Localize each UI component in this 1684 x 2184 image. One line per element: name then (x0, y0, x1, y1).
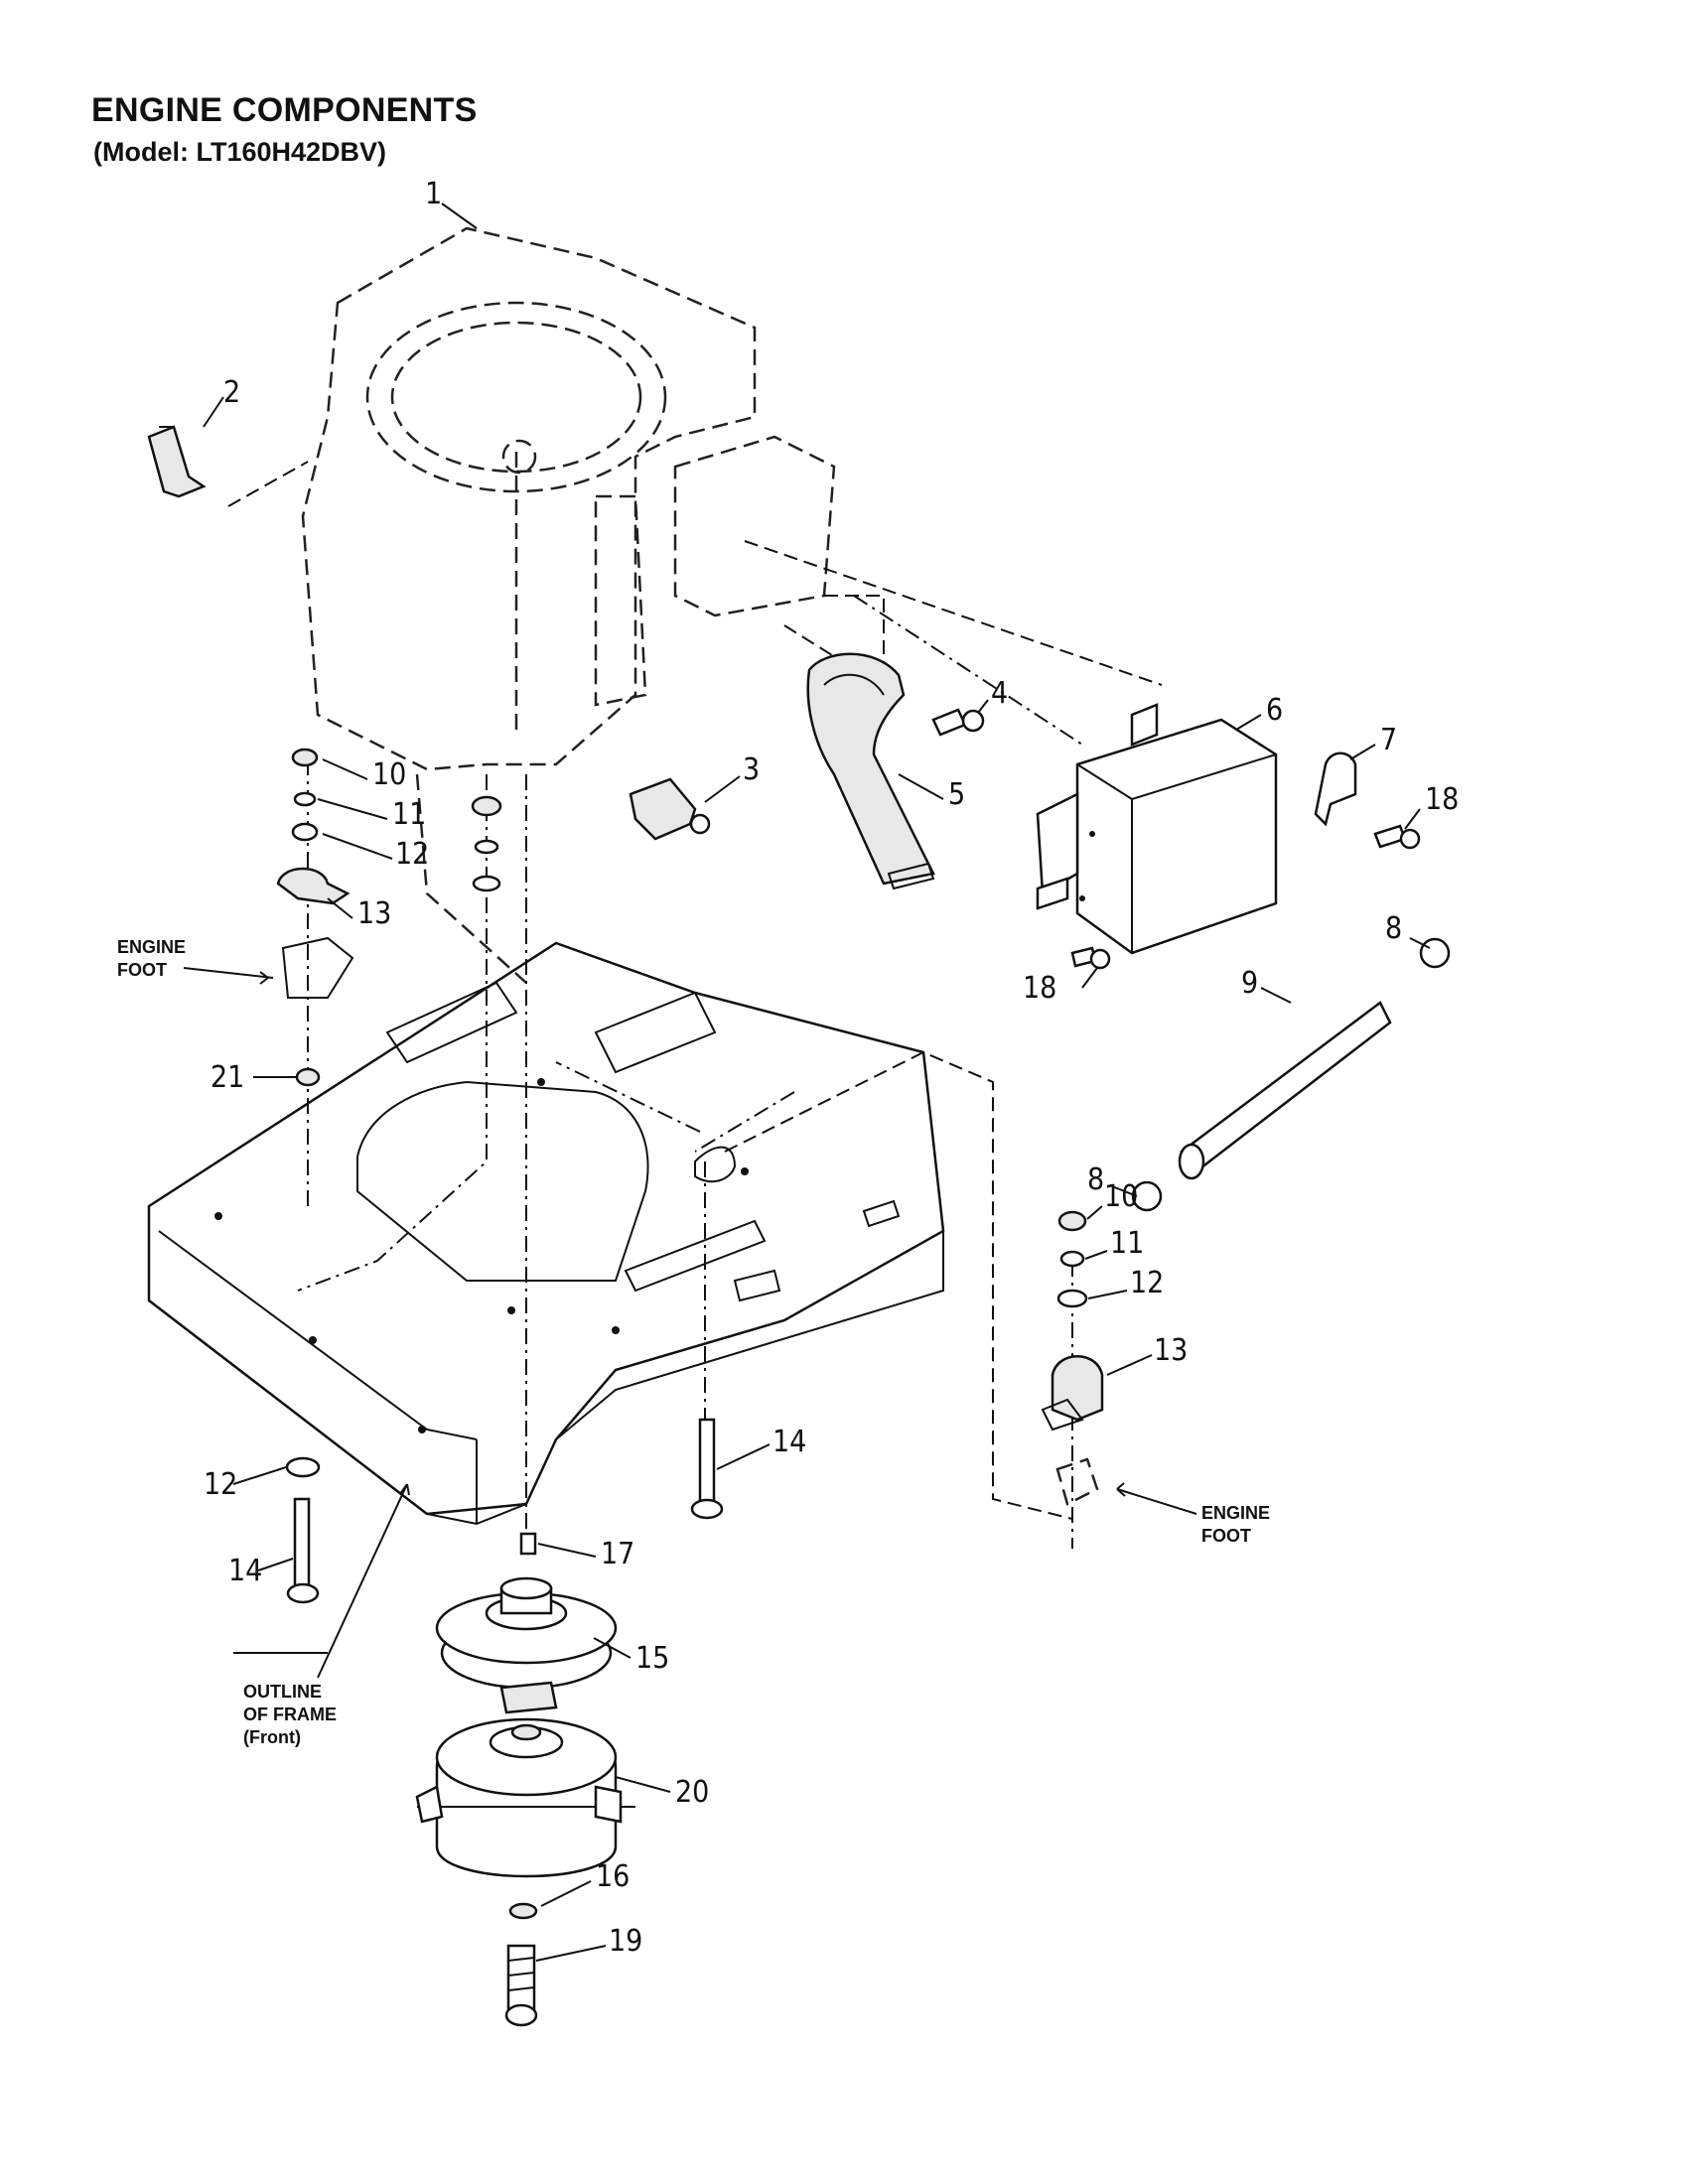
outline-frame-line1: OUTLINE (243, 1682, 322, 1702)
callout-8-bottom: 8 (1087, 1162, 1104, 1197)
part-16-washer (508, 1902, 538, 1920)
part-14-bolt-right (690, 1418, 724, 1520)
part-3-fitting (629, 777, 711, 841)
part-15-pulley (435, 1576, 618, 1690)
part-2-bracket (147, 425, 207, 498)
callout-11-right: 11 (1110, 1226, 1144, 1261)
engine-phantom (301, 226, 836, 984)
part-8-clamp-top (1419, 937, 1451, 969)
callout-12-left: 12 (395, 837, 429, 872)
callout-9: 9 (1241, 966, 1258, 1001)
model-subtitle: (Model: LT160H42DBV) (93, 137, 387, 167)
callout-13-left: 13 (357, 896, 391, 931)
callout-1: 1 (425, 177, 442, 211)
part-stack-left (276, 748, 502, 1087)
callout-13-right: 13 (1154, 1333, 1188, 1368)
captions: ENGINE FOOT ENGINE FOOT OUTLINE OF FRAME… (117, 937, 1270, 1747)
engine-foot-left-line1: ENGINE (117, 937, 186, 957)
page-title: ENGINE COMPONENTS (91, 91, 478, 129)
outline-frame-line3: (Front) (243, 1727, 301, 1747)
callout-12-frame: 12 (204, 1467, 237, 1502)
part-6-muffler (1036, 703, 1278, 955)
leader-lines (183, 203, 1431, 1962)
callout-16: 16 (596, 1859, 630, 1894)
callout-numbers: 1 2 3 4 5 6 7 18 18 8 9 8 10 11 12 13 21… (204, 177, 1459, 1959)
part-20-clutch (415, 1681, 635, 1878)
part-18-screw-top (1373, 824, 1421, 850)
callout-20: 20 (675, 1775, 709, 1810)
callout-4: 4 (991, 676, 1008, 711)
outline-frame-line2: OF FRAME (243, 1705, 337, 1724)
callout-14-right: 14 (772, 1425, 806, 1459)
part-14-bolt-left (285, 1456, 321, 1604)
engine-foot-right-line1: ENGINE (1201, 1503, 1270, 1523)
callout-17: 17 (601, 1537, 634, 1571)
callout-6: 6 (1266, 693, 1283, 728)
part-9-hose (1178, 1001, 1392, 1180)
engine-foot-left-line2: FOOT (117, 960, 167, 980)
callout-7: 7 (1380, 723, 1397, 757)
part-7-clamp (1314, 751, 1357, 827)
callout-21: 21 (210, 1060, 244, 1095)
part-4-screw (931, 708, 985, 737)
part-19-bolt (504, 1944, 538, 2027)
frame-outline (147, 941, 945, 1526)
part-8-clamp-bottom (1131, 1180, 1163, 1212)
callout-12-right: 12 (1130, 1266, 1164, 1300)
engine-foot-right-line2: FOOT (1201, 1526, 1251, 1546)
callout-3: 3 (743, 752, 760, 787)
callout-10-left: 10 (372, 757, 406, 792)
callout-19: 19 (609, 1924, 642, 1959)
callout-11-left: 11 (392, 797, 426, 832)
part-stack-right (1041, 1210, 1104, 1506)
callout-18-top: 18 (1425, 782, 1459, 817)
part-18-screw-bottom (1070, 946, 1111, 970)
part-5-heat-shield (806, 652, 935, 890)
callout-14-left: 14 (228, 1554, 262, 1588)
callout-2: 2 (223, 375, 240, 410)
part-17-key (519, 1532, 537, 1556)
callout-18-bottom: 18 (1023, 971, 1056, 1006)
callout-15: 15 (635, 1641, 669, 1676)
callout-10-right: 10 (1104, 1179, 1138, 1214)
callout-8-top: 8 (1385, 911, 1402, 946)
assembly-lines (227, 461, 1163, 1549)
callout-5: 5 (948, 777, 965, 812)
